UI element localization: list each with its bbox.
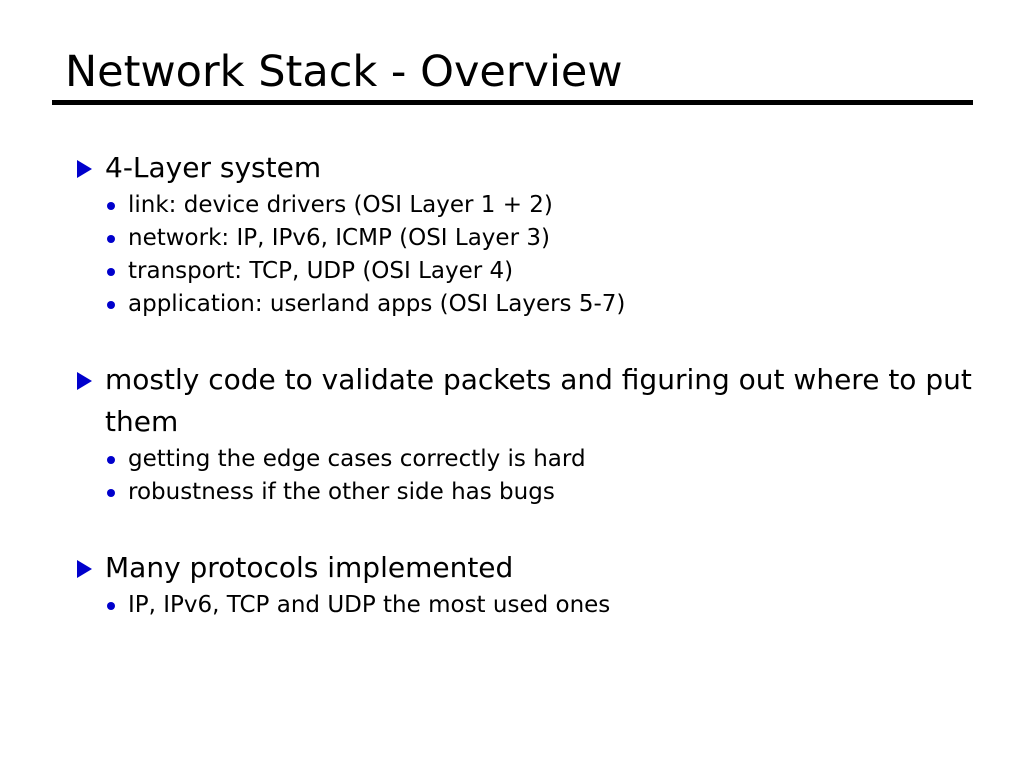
sub-bullet-list: IP, IPv6, TCP and UDP the most used ones [76, 589, 976, 622]
slide-body: 4-Layer system link: device drivers (OSI… [76, 147, 976, 622]
bullet-level2: getting the edge cases correctly is hard [76, 443, 976, 476]
round-bullet-icon [107, 456, 115, 464]
bullet-level2: application: userland apps (OSI Layers 5… [76, 288, 976, 321]
bullet-group: mostly code to validate packets and figu… [76, 359, 976, 509]
bullet-level2: network: IP, IPv6, ICMP (OSI Layer 3) [76, 222, 976, 255]
bullet-level2-label: getting the edge cases correctly is hard [128, 446, 586, 472]
round-bullet-icon [107, 489, 115, 497]
bullet-level2-label: robustness if the other side has bugs [128, 479, 555, 505]
bullet-level1: mostly code to validate packets and figu… [76, 359, 976, 443]
sub-bullet-list: link: device drivers (OSI Layer 1 + 2) n… [76, 189, 976, 321]
bullet-level2: IP, IPv6, TCP and UDP the most used ones [76, 589, 976, 622]
bullet-level2-label: network: IP, IPv6, ICMP (OSI Layer 3) [128, 225, 550, 251]
bullet-group: 4-Layer system link: device drivers (OSI… [76, 147, 976, 321]
bullet-level1-label: mostly code to validate packets and figu… [105, 363, 972, 438]
bullet-level2: link: device drivers (OSI Layer 1 + 2) [76, 189, 976, 222]
page-title: Network Stack - Overview [65, 47, 623, 97]
bullet-level2-label: application: userland apps (OSI Layers 5… [128, 291, 626, 317]
triangle-right-bullet-icon [77, 372, 92, 390]
sub-bullet-list: getting the edge cases correctly is hard… [76, 443, 976, 509]
bullet-level1: Many protocols implemented [76, 547, 976, 589]
slide-title-block: Network Stack - Overview [52, 46, 973, 105]
bullet-level2: transport: TCP, UDP (OSI Layer 4) [76, 255, 976, 288]
bullet-level1-label: Many protocols implemented [105, 551, 514, 584]
bullet-level2: robustness if the other side has bugs [76, 476, 976, 509]
bullet-level2-label: link: device drivers (OSI Layer 1 + 2) [128, 192, 553, 218]
bullet-group: Many protocols implemented IP, IPv6, TCP… [76, 547, 976, 622]
round-bullet-icon [107, 602, 115, 610]
round-bullet-icon [107, 235, 115, 243]
round-bullet-icon [107, 268, 115, 276]
triangle-right-bullet-icon [77, 160, 92, 178]
title-underline-rule [52, 100, 973, 105]
bullet-level1-label: 4-Layer system [105, 151, 322, 184]
triangle-right-bullet-icon [77, 560, 92, 578]
bullet-level2-label: IP, IPv6, TCP and UDP the most used ones [128, 592, 611, 618]
round-bullet-icon [107, 301, 115, 309]
round-bullet-icon [107, 202, 115, 210]
bullet-level1: 4-Layer system [76, 147, 976, 189]
bullet-level2-label: transport: TCP, UDP (OSI Layer 4) [128, 258, 514, 284]
